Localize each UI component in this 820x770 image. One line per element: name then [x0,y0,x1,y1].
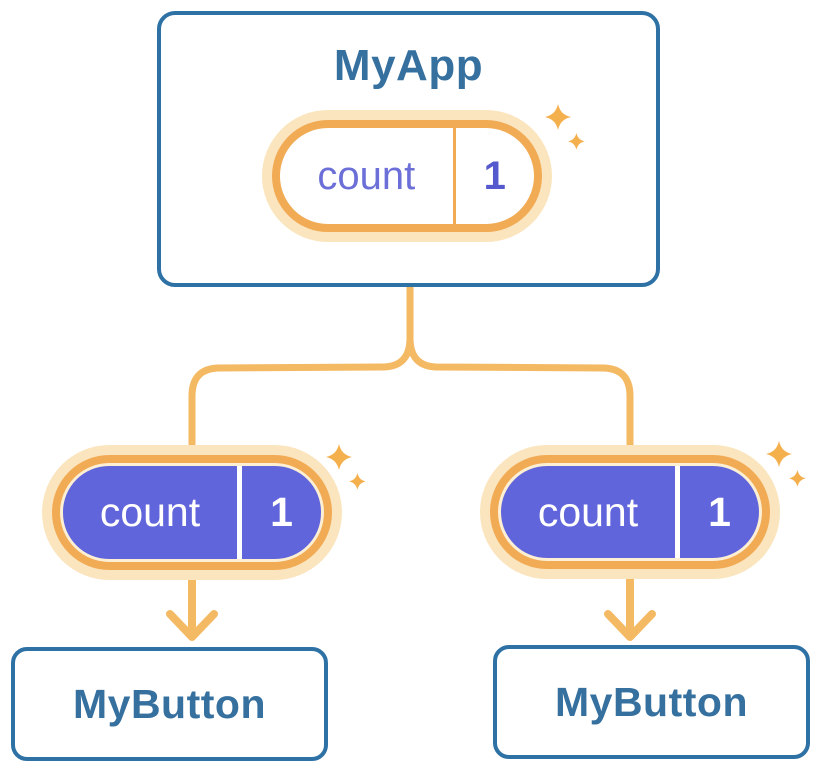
arrow-down-icon [604,610,656,641]
state-pill-myapp: count 1 [262,110,552,242]
component-title: MyButton [72,680,266,727]
state-pill-ring: count 1 [272,120,542,232]
state-pill-capsule: count 1 [501,466,759,558]
sparkle-icon [326,444,366,490]
component-title: MyApp [333,41,484,90]
connector-parent-to-left-child [188,281,414,450]
mybutton-card-left: MyButton [11,647,328,761]
state-pill-divider [236,466,242,559]
state-name-label: count [99,489,201,535]
state-pill-left-child: count 1 [42,445,342,580]
mybutton-card-right: MyButton [493,645,810,759]
state-value: 1 [270,489,293,535]
component-title: MyButton [554,678,748,725]
state-pill-ring: count 1 [490,455,770,569]
state-pill-capsule: count 1 [63,466,321,559]
state-pill-ring: count 1 [52,455,332,570]
state-pill-divider [674,466,680,558]
connector-parent-to-right-child [406,334,634,450]
arrow-down-icon [166,610,218,641]
state-name-label: count [537,488,639,535]
state-value: 1 [708,488,731,535]
state-pill-right-child: count 1 [480,445,780,579]
sparkle-icon [545,104,585,150]
sparkle-icon [766,441,806,487]
state-name-label: count [317,153,416,198]
state-value: 1 [483,153,506,198]
state-pill-divider [452,128,456,224]
